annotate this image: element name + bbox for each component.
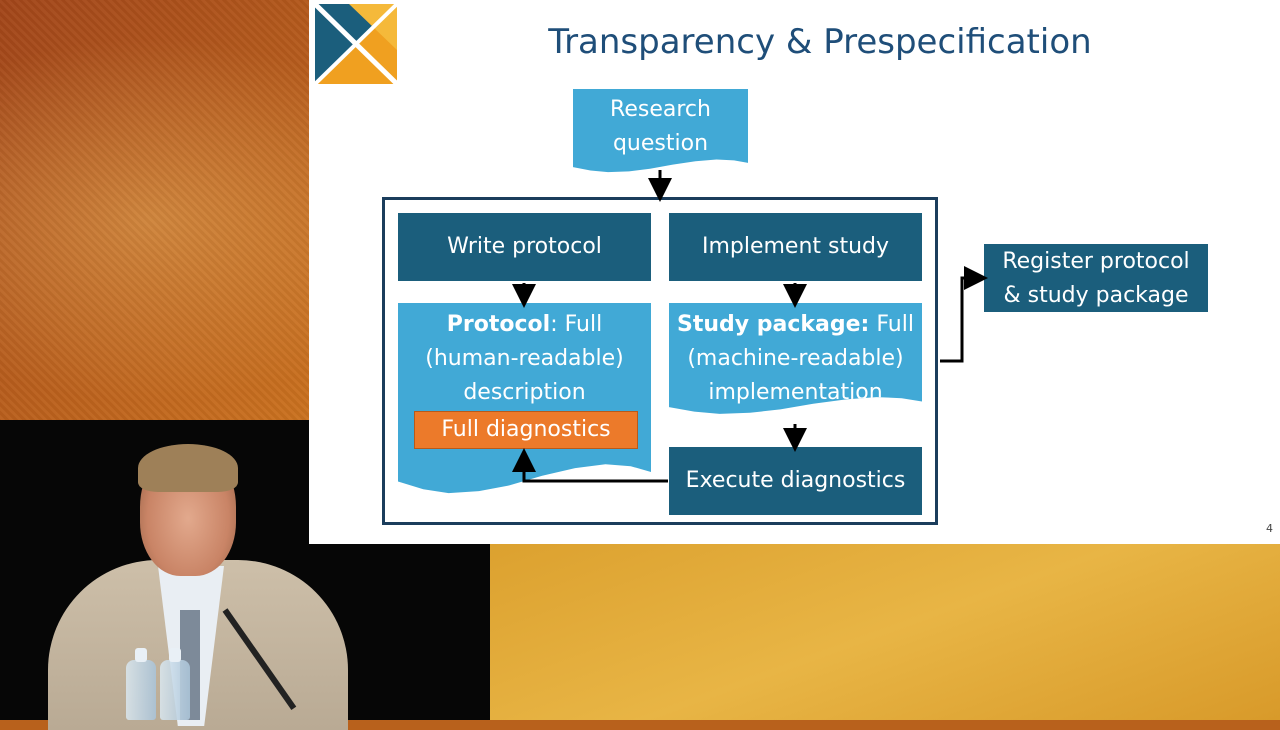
full-diagnostics-label: Full diagnostics xyxy=(441,417,611,442)
page-number: 4 xyxy=(1266,522,1273,535)
ohdsi-logo-icon xyxy=(315,4,397,84)
study-package-line1: Study package: Full xyxy=(669,308,922,342)
register-line2: & study package xyxy=(1003,283,1189,308)
register-line1: Register protocol xyxy=(1002,249,1190,274)
study-package-box: Study package: Full (machine-readable) i… xyxy=(669,303,922,414)
stage-backdrop-lower xyxy=(490,544,1280,720)
arrow-box-to-register xyxy=(940,266,988,363)
water-bottle xyxy=(126,648,156,720)
implement-study-box: Implement study xyxy=(669,213,922,281)
write-protocol-label: Write protocol xyxy=(447,234,602,259)
full-diagnostics-box: Full diagnostics xyxy=(414,411,638,449)
research-question-box: Research question xyxy=(573,89,748,173)
protocol-line1: Protocol: Full xyxy=(398,308,651,342)
study-package-line2: (machine-readable) xyxy=(687,346,904,371)
research-question-line2: question xyxy=(612,131,709,156)
study-package-bold-label: Study package: xyxy=(677,312,870,337)
arrow-execute-to-diagnostics xyxy=(512,448,668,483)
protocol-line3: description xyxy=(463,380,586,405)
research-question-line1: Research xyxy=(610,97,711,122)
execute-diagnostics-label: Execute diagnostics xyxy=(685,468,906,493)
register-box: Register protocol & study package xyxy=(984,244,1208,312)
protocol-bold-label: Protocol xyxy=(446,312,551,337)
protocol-line2: (human-readable) xyxy=(425,346,624,371)
implement-study-label: Implement study xyxy=(701,234,890,259)
protocol-line1-rest: : Full xyxy=(550,312,603,337)
slide-title: Transparency & Prespecification xyxy=(548,22,1092,62)
execute-diagnostics-box: Execute diagnostics xyxy=(669,447,922,515)
study-package-line1-rest: Full xyxy=(869,312,914,337)
write-protocol-box: Write protocol xyxy=(398,213,651,281)
water-bottle xyxy=(160,648,190,720)
speaker-hair xyxy=(138,444,238,492)
